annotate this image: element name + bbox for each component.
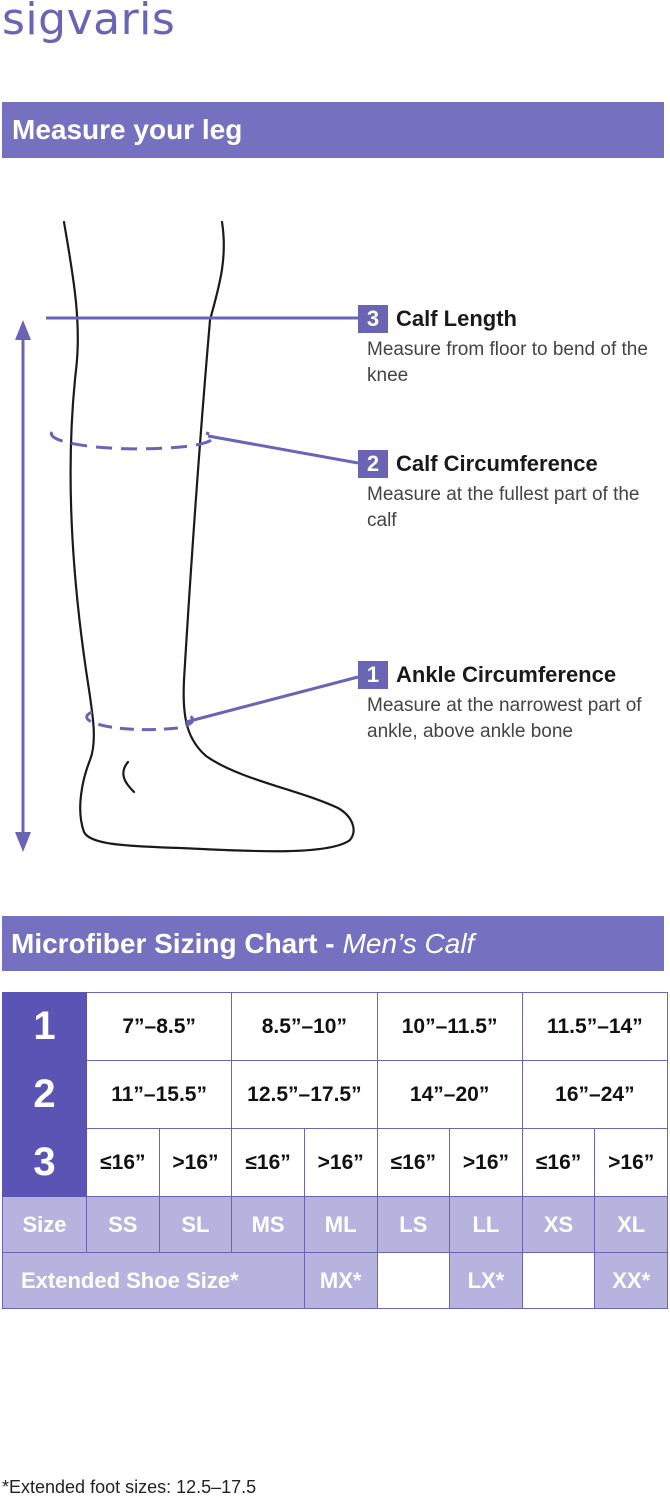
callout-title: Calf Circumference [396, 451, 598, 476]
table-cell: XS [521, 1196, 596, 1253]
table-cell: MS [231, 1196, 305, 1253]
row-label: Size [2, 1196, 87, 1253]
table-cell: 8.5”–10” [231, 992, 378, 1061]
sizing-table: 1 7”–8.5” 8.5”–10” 10”–11.5” 11.5”–14” 2… [2, 992, 669, 1309]
row-label: 2 [2, 1060, 87, 1129]
row-label: Extended Shoe Size* [2, 1252, 305, 1309]
table-row-extended: Extended Shoe Size* MX* LX* XX* [2, 1252, 668, 1309]
table-cell: XX* [594, 1252, 668, 1309]
calf-circumference-leader [207, 434, 359, 465]
height-arrow-bottom [15, 832, 31, 852]
row-label: 3 [2, 1128, 87, 1197]
callout-calf-length: 3 Calf Length Measure from floor to bend… [358, 305, 657, 389]
callout-desc: Measure at the narrowest part of ankle, … [367, 695, 642, 742]
callout-number: 3 [358, 305, 388, 333]
ankle-circumference-ellipse [85, 710, 195, 732]
sizing-chart-title: Microfiber Sizing Chart - [11, 927, 335, 959]
callout-calf-circumference: 2 Calf Circumference Measure at the full… [358, 450, 657, 534]
leg-back-outline [62, 220, 355, 853]
callout-title: Calf Length [396, 306, 517, 331]
table-cell: ≤16” [86, 1128, 160, 1197]
table-cell: LS [376, 1196, 451, 1253]
table-cell: LL [449, 1196, 523, 1253]
table-row-length: 3 ≤16” >16” ≤16” >16” ≤16” >16” ≤16” >16… [2, 1128, 668, 1197]
callout-ankle-circumference: 1 Ankle Circumference Measure at the nar… [358, 661, 657, 745]
table-cell: XL [594, 1196, 668, 1253]
table-cell: >16” [303, 1128, 378, 1197]
callout-desc: Measure from floor to bend of the knee [367, 339, 648, 386]
table-cell: ≤16” [231, 1128, 305, 1197]
table-cell: >16” [449, 1128, 523, 1197]
table-cell: 11.5”–14” [521, 992, 669, 1061]
table-cell: 7”–8.5” [85, 992, 233, 1061]
sizing-chart-subtitle: Men’s Calf [342, 927, 475, 959]
callout-number: 1 [358, 661, 388, 689]
measure-title: Measure your leg [12, 114, 243, 145]
ankle-circumference-leader [185, 675, 359, 724]
table-cell: LX* [449, 1252, 523, 1309]
table-cell: 12.5”–17.5” [231, 1060, 378, 1129]
footnote: *Extended foot sizes: 12.5–17.5 [2, 1477, 257, 1497]
table-row-calf: 2 11”–15.5” 12.5”–17.5” 14”–20” 16”–24” [2, 1060, 669, 1129]
callout-desc: Measure at the fullest part of the calf [367, 484, 640, 531]
calf-circumference-ellipse [50, 431, 215, 451]
table-row-ankle: 1 7”–8.5” 8.5”–10” 10”–11.5” 11.5”–14” [2, 992, 669, 1061]
ankle-bone-mark [122, 760, 136, 794]
table-cell: 16”–24” [521, 1060, 669, 1129]
table-cell: ML [303, 1196, 378, 1253]
callout-number: 2 [358, 450, 388, 478]
table-cell: ≤16” [376, 1128, 451, 1197]
table-cell: 14”–20” [376, 1060, 523, 1129]
height-arrow-top [15, 320, 31, 340]
table-cell: SS [86, 1196, 160, 1253]
table-cell: ≤16” [521, 1128, 596, 1197]
table-cell-empty [521, 1252, 596, 1309]
table-cell: SL [158, 1196, 233, 1253]
sizing-chart-header: Microfiber Sizing Chart - Men’s Calf [2, 916, 664, 971]
callout-title: Ankle Circumference [396, 662, 617, 687]
table-row-size: Size SS SL MS ML LS LL XS XL [2, 1196, 668, 1253]
row-label: 1 [2, 992, 87, 1061]
table-cell: 11”–15.5” [85, 1060, 233, 1129]
brand-logo: sigvaris [2, 0, 176, 45]
table-cell: >16” [158, 1128, 233, 1197]
table-cell-empty [376, 1252, 451, 1309]
measure-header: Measure your leg [2, 102, 664, 158]
table-cell: >16” [594, 1128, 668, 1197]
table-cell: 10”–11.5” [376, 992, 523, 1061]
leg-illustration [15, 220, 359, 853]
table-cell: MX* [303, 1252, 378, 1309]
